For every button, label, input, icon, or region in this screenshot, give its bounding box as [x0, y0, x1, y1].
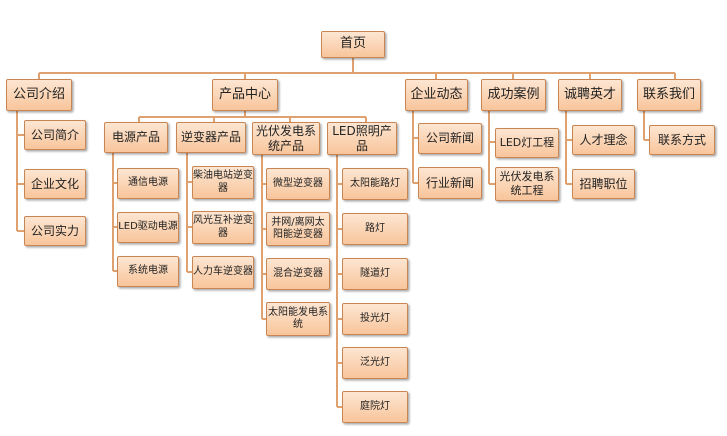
category-inverter[interactable]: 逆变器产品	[176, 122, 246, 153]
power-item-led-driver[interactable]: LED驱动电源	[117, 212, 179, 243]
jobs-item-positions[interactable]: 招聘职位	[572, 169, 635, 199]
cases-item-led-project[interactable]: LED灯工程	[495, 128, 559, 158]
section-contact[interactable]: 联系我们	[637, 79, 701, 111]
category-led[interactable]: LED照明产品	[327, 122, 397, 155]
company-item-profile[interactable]: 公司简介	[24, 120, 86, 150]
category-power[interactable]: 电源产品	[104, 122, 168, 153]
led-item-tunnel-light[interactable]: 隧道灯	[342, 258, 408, 290]
category-pv[interactable]: 光伏发电系统产品	[252, 122, 320, 155]
led-item-solar-street-light[interactable]: 太阳能路灯	[342, 168, 408, 200]
led-item-flood-light[interactable]: 投光灯	[342, 303, 408, 335]
pv-item-grid-inverter[interactable]: 并网/离网太阳能逆变器	[266, 212, 330, 246]
power-item-telecom[interactable]: 通信电源	[117, 168, 179, 199]
inverter-item-diesel[interactable]: 柴油电站逆变器	[192, 166, 254, 199]
jobs-item-philosophy[interactable]: 人才理念	[572, 125, 635, 155]
pv-item-micro-inverter[interactable]: 微型逆变器	[266, 168, 330, 200]
led-item-street-light[interactable]: 路灯	[342, 213, 408, 245]
section-company[interactable]: 公司介绍	[6, 79, 72, 111]
company-item-culture[interactable]: 企业文化	[24, 169, 86, 199]
section-jobs[interactable]: 诚聘英才	[558, 79, 622, 111]
power-item-system[interactable]: 系统电源	[117, 256, 179, 287]
news-item-industry[interactable]: 行业新闻	[418, 167, 482, 199]
company-item-strength[interactable]: 公司实力	[24, 216, 86, 246]
contact-item-methods[interactable]: 联系方式	[649, 125, 715, 155]
pv-item-hybrid-inverter[interactable]: 混合逆变器	[266, 258, 330, 290]
inverter-item-rickshaw[interactable]: 人力车逆变器	[192, 256, 254, 289]
section-news[interactable]: 企业动态	[405, 79, 468, 111]
led-item-garden-light[interactable]: 庭院灯	[342, 391, 408, 423]
inverter-item-wind-solar[interactable]: 风光互补逆变器	[192, 211, 254, 244]
section-products[interactable]: 产品中心	[212, 79, 278, 111]
pv-item-solar-system[interactable]: 太阳能发电系统	[266, 302, 330, 336]
cases-item-pv-project[interactable]: 光伏发电系统工程	[495, 167, 559, 201]
root-node-home[interactable]: 首页	[321, 31, 385, 58]
led-item-floodlight-wide[interactable]: 泛光灯	[342, 347, 408, 379]
section-cases[interactable]: 成功案例	[481, 79, 546, 111]
news-item-company[interactable]: 公司新闻	[418, 123, 482, 154]
